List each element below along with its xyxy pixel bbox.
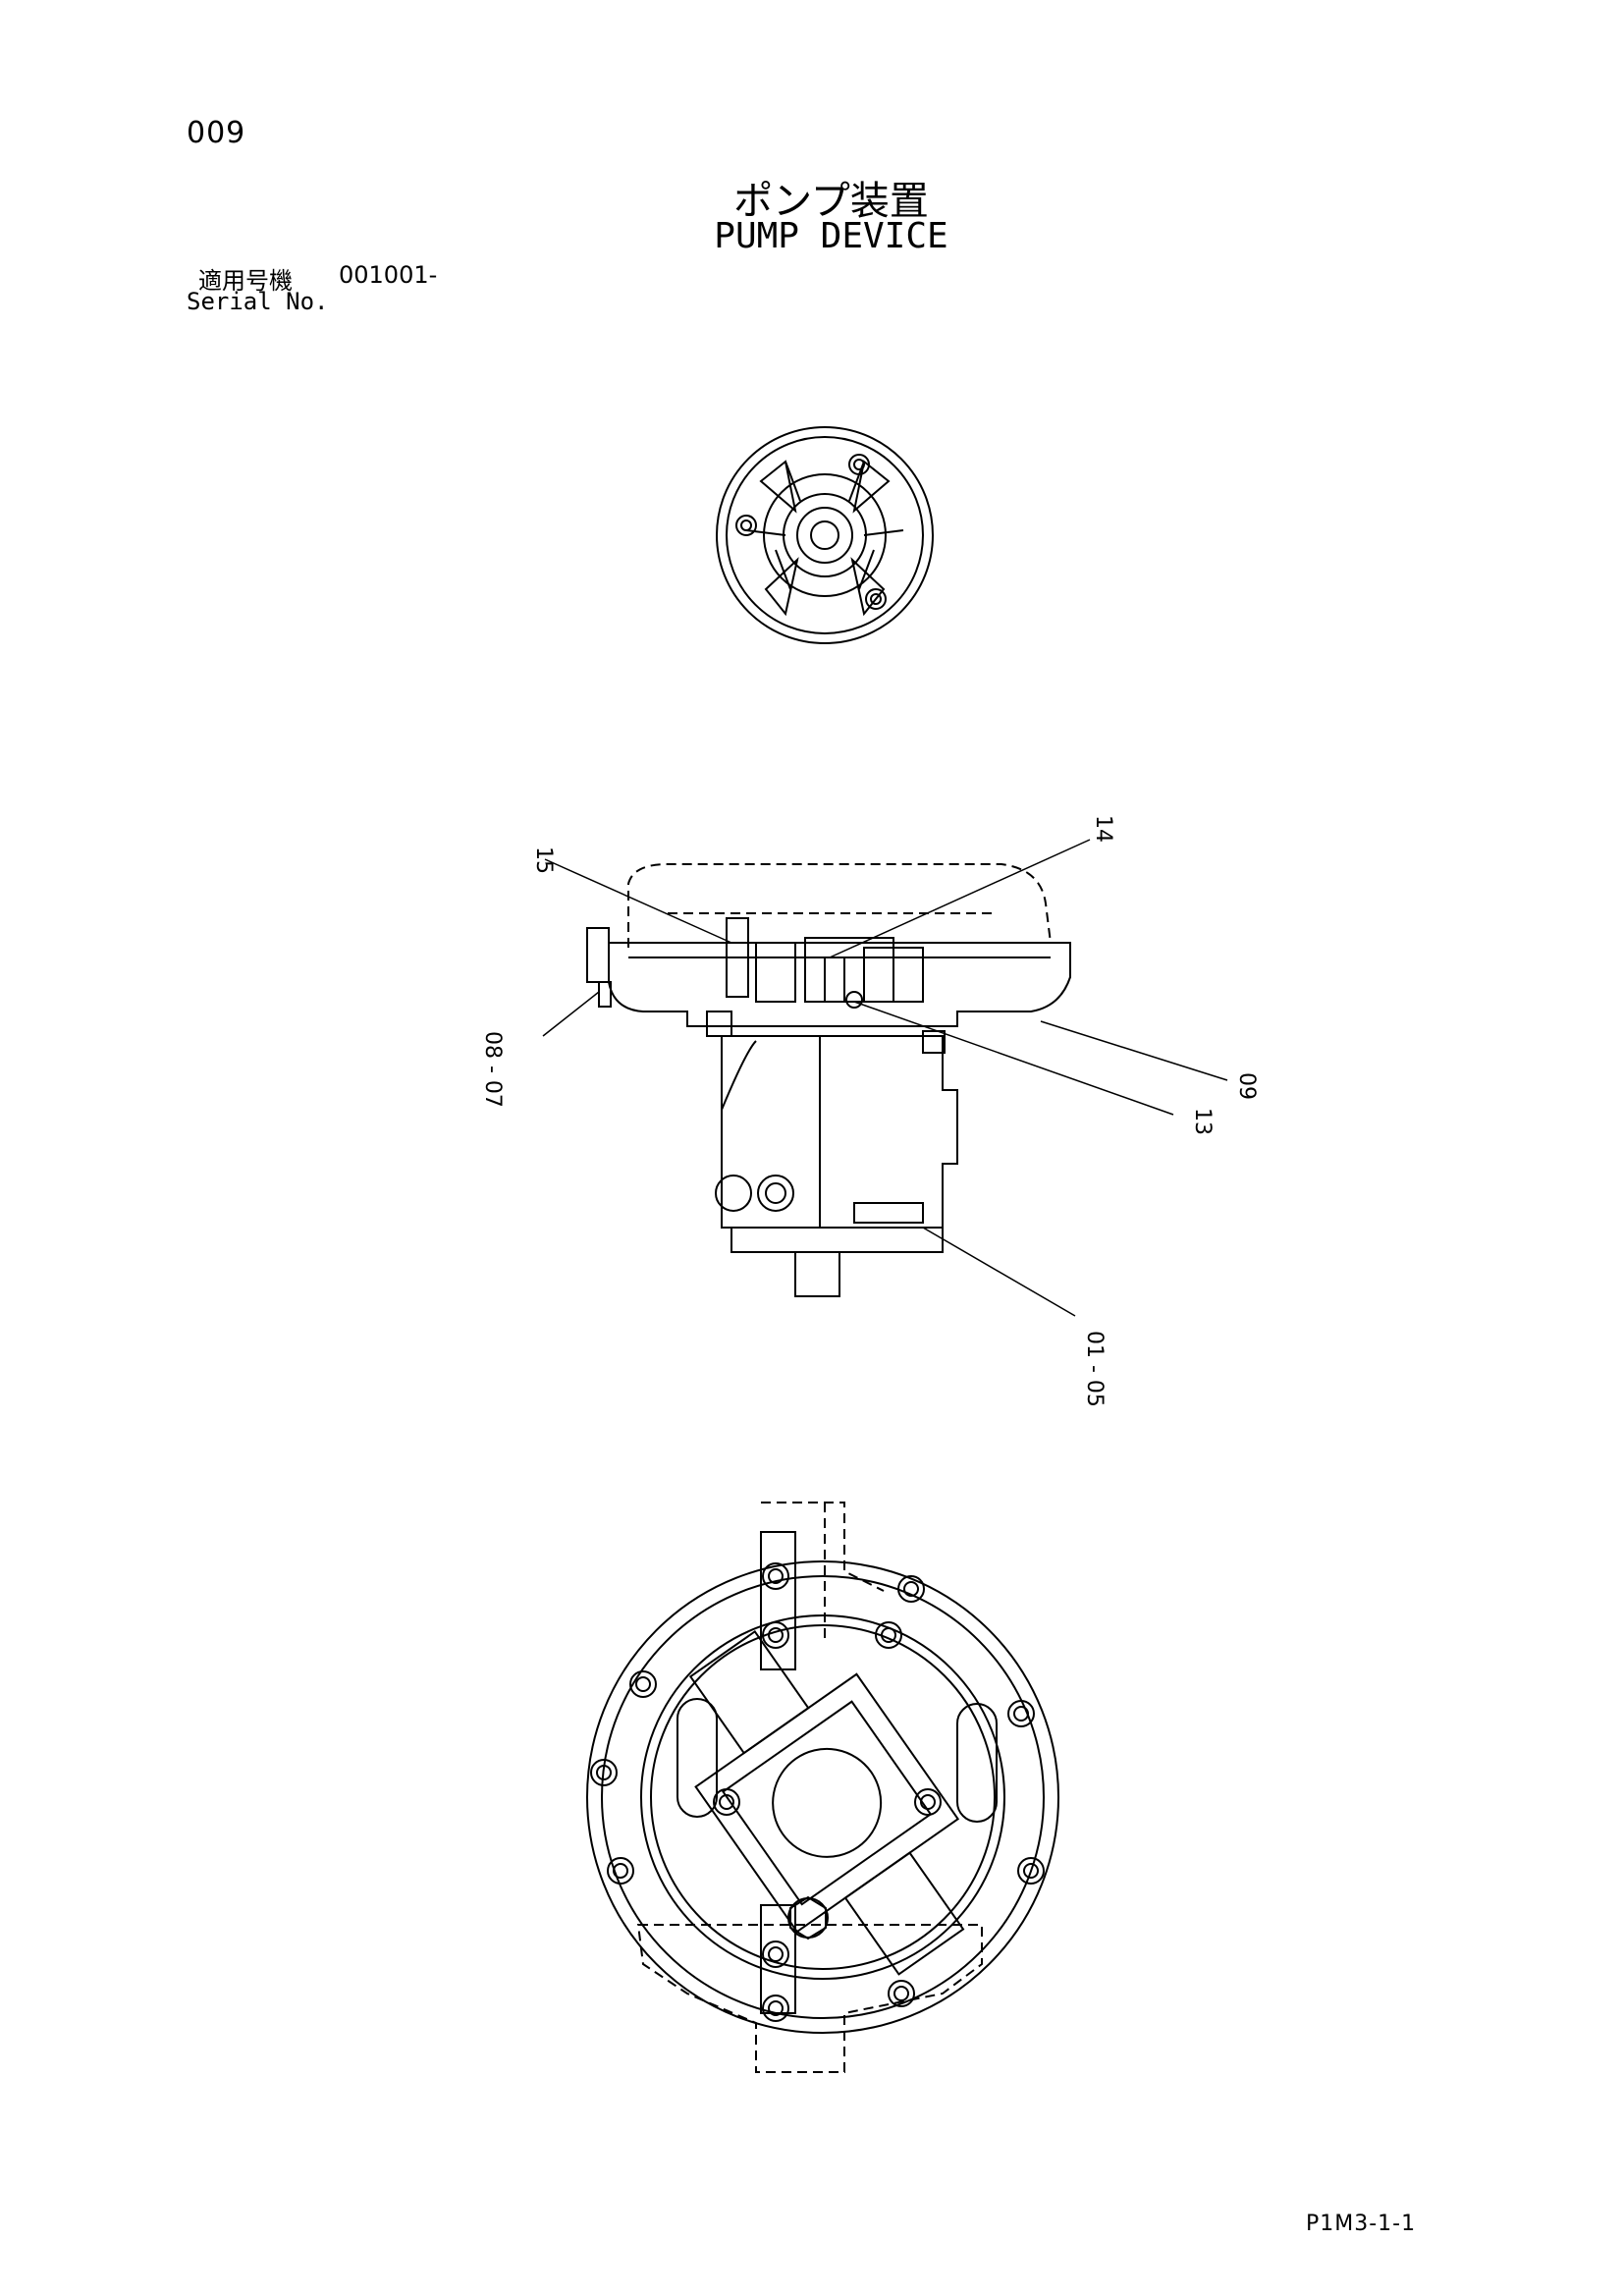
callout-09: 09	[1234, 1072, 1259, 1100]
page-number: 009	[187, 116, 246, 150]
serial-label-japanese: 適用号機	[198, 267, 293, 295]
pump-end-view	[716, 426, 934, 644]
serial-label-english: Serial No.	[187, 288, 329, 315]
callout-15: 15	[531, 847, 556, 874]
callout-14: 14	[1091, 815, 1115, 843]
callout-13: 13	[1190, 1108, 1215, 1135]
page-title-english: PUMP DEVICE	[714, 216, 948, 256]
callout-08-07: 08 - 07	[480, 1031, 505, 1108]
page-title-japanese: ポンプ装置	[733, 179, 929, 224]
serial-number-value: 001001-	[339, 261, 438, 289]
page-code: P1M3-1-1	[1306, 2212, 1417, 2236]
callout-labels: 15 14 09 13 08 - 07 01 - 05	[480, 815, 1259, 1407]
pump-side-view	[542, 839, 1228, 1317]
callout-01-05: 01 - 05	[1082, 1331, 1107, 1407]
pump-bottom-view	[586, 1502, 1059, 2073]
